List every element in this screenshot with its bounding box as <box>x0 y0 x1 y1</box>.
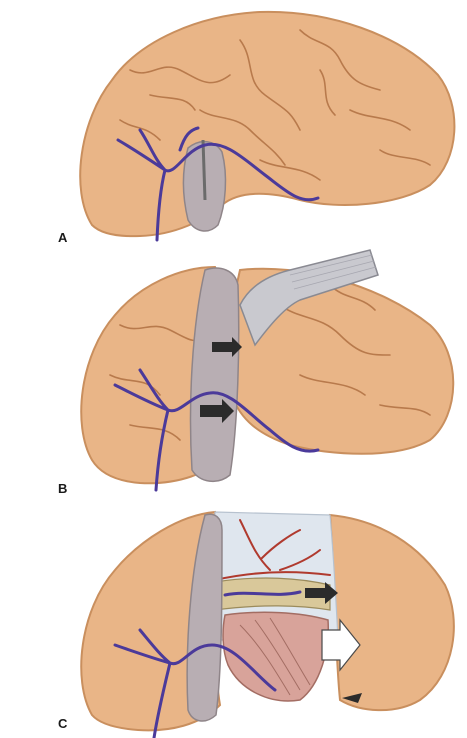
panel-c: C <box>0 500 467 738</box>
brain-hemisphere-right <box>328 513 455 712</box>
arrow-white <box>321 618 361 672</box>
brain-retractor <box>239 249 379 347</box>
arrow-lower <box>200 399 234 423</box>
arrow-upper <box>212 337 242 357</box>
vein <box>113 368 320 492</box>
sylvian-vein <box>116 126 320 242</box>
panel-a-illustration <box>79 10 456 242</box>
panel-label-b: B <box>58 481 68 496</box>
panel-a: A <box>0 0 467 245</box>
brain-sulci <box>119 29 431 181</box>
panel-label-a: A <box>58 230 68 245</box>
resection-cut-surface <box>189 267 240 482</box>
panel-label-c: C <box>58 716 68 731</box>
resection-cut-surface <box>186 513 223 722</box>
muscle-fibers <box>239 617 311 696</box>
cut-line <box>201 139 207 201</box>
vein <box>113 590 302 738</box>
arrow-dark-lower <box>342 693 362 703</box>
panel-c-illustration <box>80 510 455 738</box>
arteries <box>214 519 331 581</box>
arrow-dark-upper <box>305 582 338 604</box>
retractor-texture <box>289 254 377 290</box>
panel-b-illustration <box>80 249 455 492</box>
panel-b: B <box>0 245 467 500</box>
